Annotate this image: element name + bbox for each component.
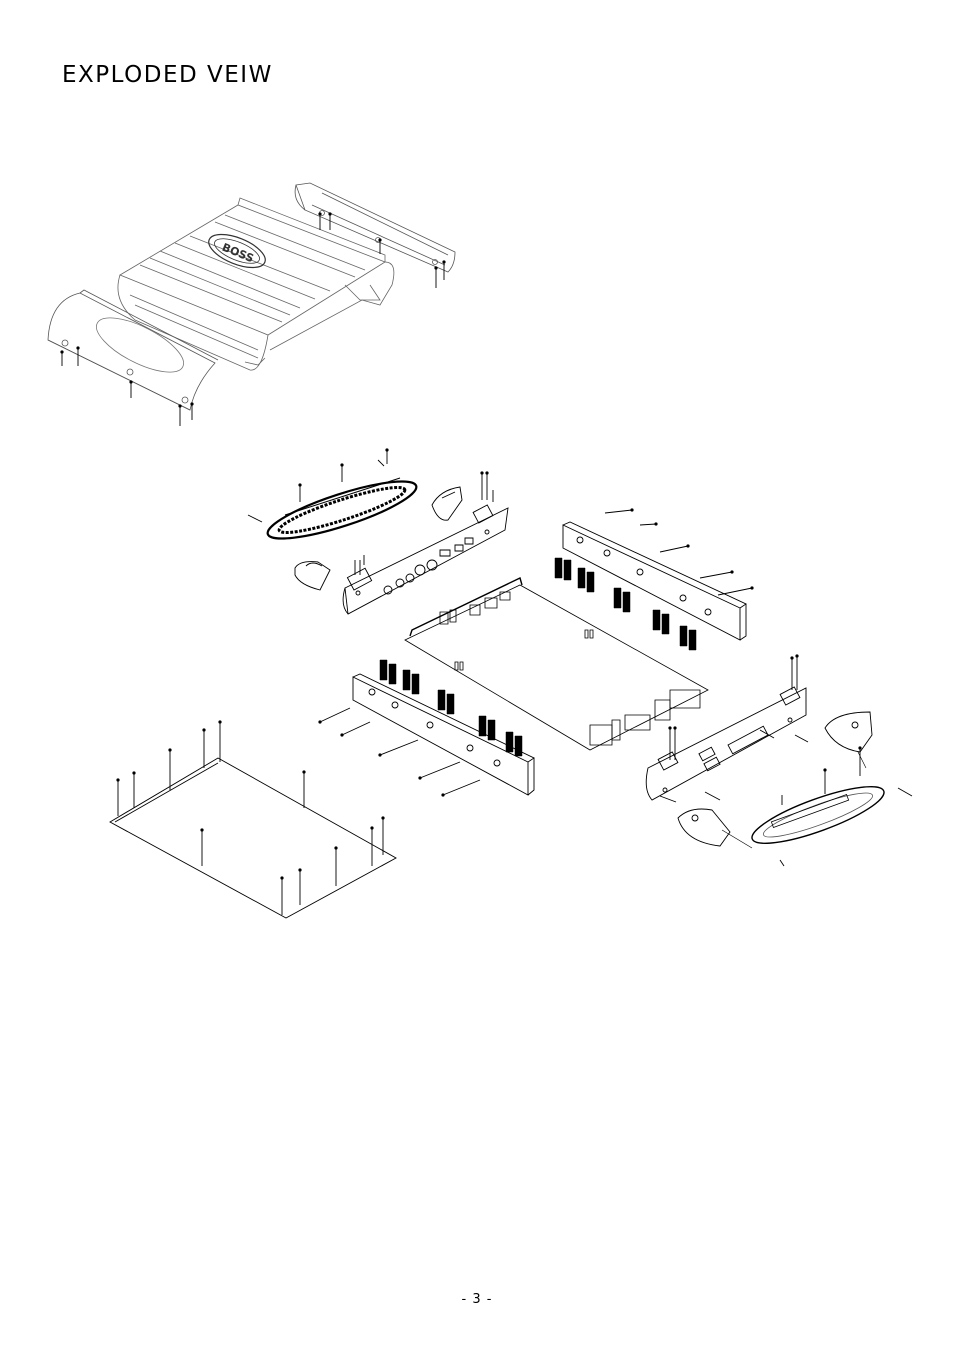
right-end-cap bbox=[295, 183, 455, 272]
top-heatsink-cover: BOSS bbox=[118, 198, 394, 370]
front-corner-bracket-right bbox=[432, 487, 462, 520]
assembly-guide-lines bbox=[722, 752, 866, 848]
screw-heads bbox=[60, 212, 861, 879]
page-number: - 3 - bbox=[0, 1292, 954, 1307]
front-panel bbox=[343, 505, 508, 614]
transistor-row-right bbox=[555, 558, 696, 650]
left-end-cap bbox=[48, 290, 218, 410]
front-bezel bbox=[263, 471, 421, 550]
rear-corner-bracket-left bbox=[678, 809, 730, 846]
bottom-plate bbox=[110, 758, 396, 918]
rear-bezel bbox=[747, 776, 890, 854]
screws bbox=[62, 214, 912, 915]
front-corner-bracket-left bbox=[295, 562, 330, 590]
logo-text: BOSS bbox=[220, 241, 256, 265]
rear-corner-bracket-right bbox=[825, 712, 872, 752]
